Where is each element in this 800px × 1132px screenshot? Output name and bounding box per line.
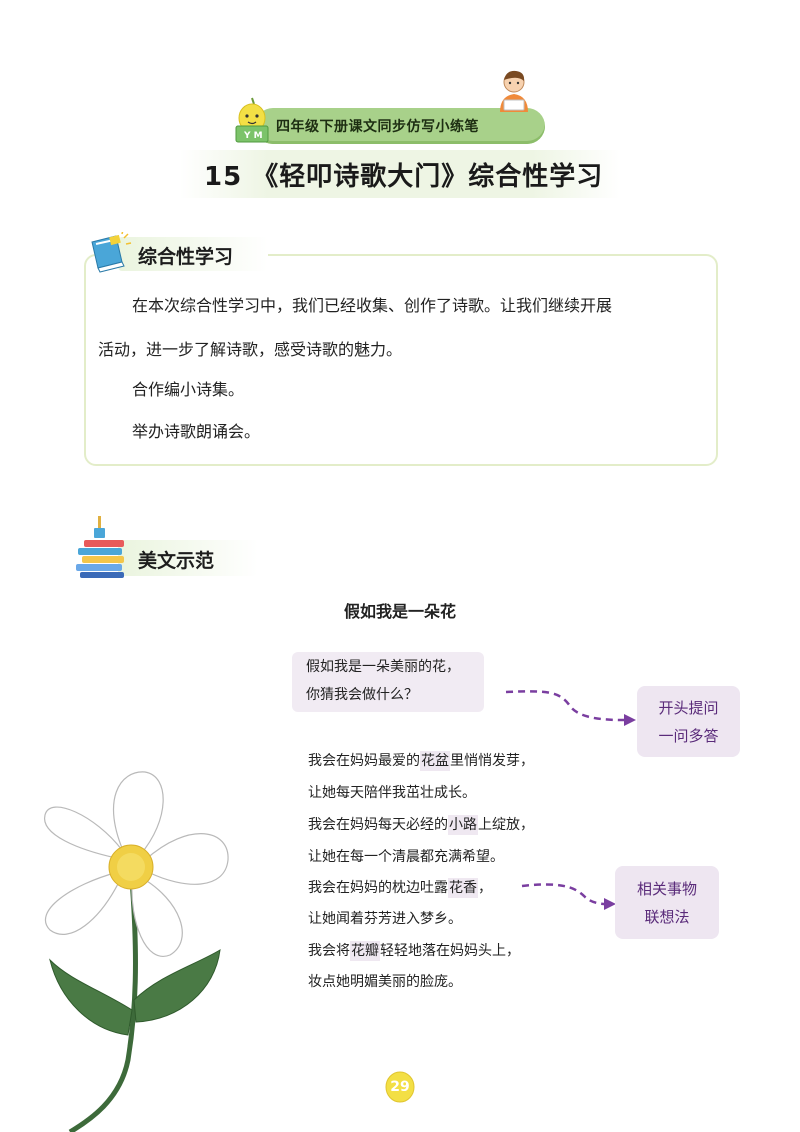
paragraph-line: 在本次综合性学习中，我们已经收集、创作了诗歌。让我们继续开展: [132, 296, 613, 315]
poem-line: 让她每天陪伴我茁壮成长。: [308, 785, 476, 801]
poem-line: 我会在妈妈的枕边吐露花香，: [308, 878, 492, 898]
section-tab: [118, 237, 268, 271]
highlight: 花盆: [420, 751, 450, 771]
poem-title: 假如我是一朵花: [343, 602, 456, 621]
page-title: 15 《轻叩诗歌大门》综合性学习: [204, 162, 604, 192]
section-heading: 综合性学习: [138, 246, 234, 268]
header-banner: [255, 108, 545, 144]
book-icon: [91, 232, 132, 273]
boy-reading-icon: [500, 70, 528, 112]
poem-line: 妆点她明媚美丽的脸庞。: [308, 974, 462, 990]
title-band: [180, 150, 620, 198]
poem-line: 我会在妈妈最爱的花盆里悄悄发芽，: [308, 751, 534, 771]
page-number: 29: [390, 1079, 410, 1095]
poem-line: 假如我是一朵美丽的花，: [306, 659, 460, 675]
poem-line: 你猜我会做什么？: [306, 687, 418, 703]
arrow-icon: [521, 883, 616, 910]
section-tab: [118, 540, 258, 576]
highlight: 小路: [448, 815, 478, 835]
banner-text: 四年级下册课文同步仿写小练笔: [276, 119, 479, 135]
list-item: 合作编小诗集。: [132, 380, 245, 399]
paragraph-line: 活动，进一步了解诗歌，感受诗歌的魅力。: [98, 340, 403, 359]
section-box: [84, 254, 718, 466]
lemon-icon: [385, 1071, 415, 1103]
poem-opening-box: [292, 652, 484, 712]
arrow-icon: [505, 690, 636, 726]
highlight: 花瓣: [350, 941, 380, 961]
list-item: 举办诗歌朗诵会。: [132, 422, 261, 441]
poem-line: 我会将花瓣轻轻地落在妈妈头上，: [308, 941, 520, 961]
highlight: 花香: [448, 878, 478, 898]
poem-line: 让她闻着芬芳进入梦乡。: [308, 911, 462, 927]
poem-line: 我会在妈妈每天必经的小路上绽放，: [308, 815, 534, 835]
poem-line: 让她在每一个清晨都充满希望。: [308, 849, 504, 865]
section-heading: 美文示范: [138, 550, 215, 572]
annotation-note: 开头提问一问多答: [637, 686, 740, 757]
daisy-flower-icon: [44, 771, 229, 1132]
lemon-mascot-icon: Y M: [235, 97, 269, 143]
books-stack-icon: [76, 516, 124, 578]
svg-text:Y M: Y M: [243, 131, 263, 141]
annotation-note: 相关事物联想法: [615, 866, 719, 939]
